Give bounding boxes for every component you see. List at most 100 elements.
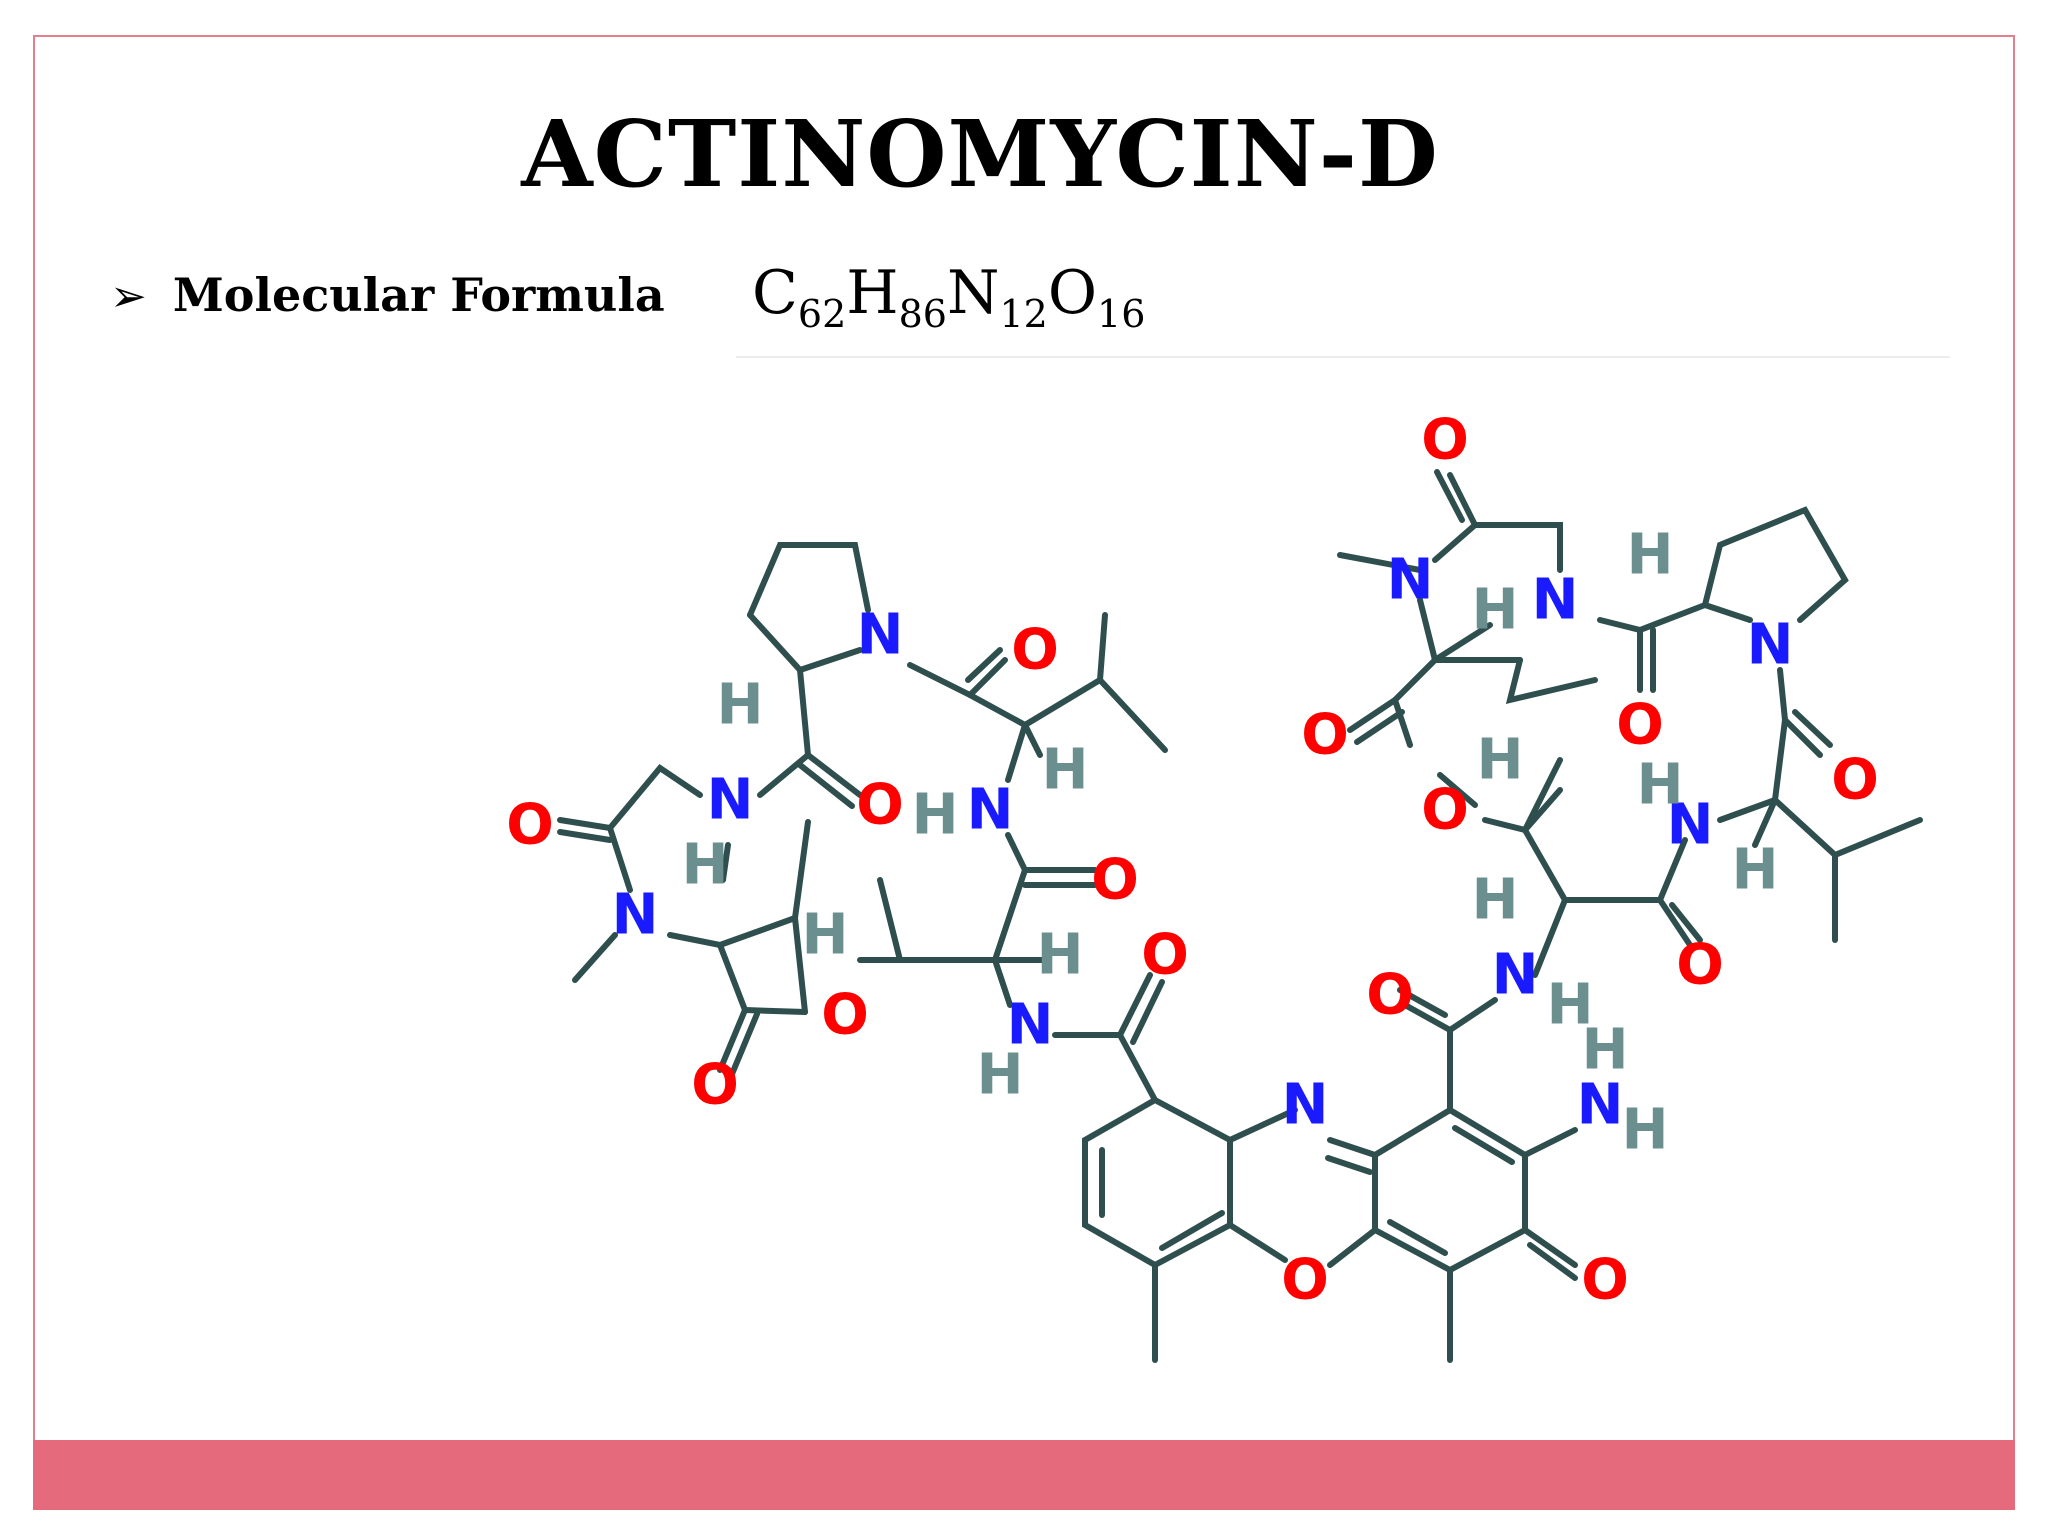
- atom-n: N: [1282, 1073, 1329, 1138]
- bond: [1452, 1125, 1515, 1165]
- bond: [967, 612, 1108, 729]
- bond: [877, 877, 998, 963]
- molecular-formula: C62H86N12O16: [752, 258, 1145, 336]
- atom-h: H: [1042, 738, 1089, 803]
- atom-h: H: [1472, 578, 1519, 643]
- bond: [1792, 709, 1833, 748]
- bond: [742, 1007, 808, 1015]
- bond: [1392, 697, 1413, 748]
- bond: [1117, 1032, 1158, 1103]
- bond: [1702, 602, 1753, 623]
- bond: [747, 542, 871, 618]
- atom-n: N: [857, 603, 904, 668]
- bond: [1432, 522, 1563, 573]
- bond: [667, 915, 798, 949]
- atom-o: O: [821, 983, 869, 1048]
- bond: [1434, 469, 1465, 523]
- bond: [1482, 817, 1528, 833]
- formula-o: O: [1047, 258, 1098, 328]
- bond: [1022, 722, 1043, 758]
- atom-h: H: [1582, 1018, 1629, 1083]
- bond: [607, 825, 633, 893]
- bond: [907, 657, 1008, 699]
- atom-h: H: [1622, 1098, 1669, 1163]
- atom-n: N: [1492, 943, 1539, 1008]
- atom-n: N: [1387, 548, 1434, 613]
- bond: [717, 942, 748, 1013]
- atom-o: O: [1366, 963, 1414, 1028]
- arrow-bullet-icon: ➢: [110, 271, 147, 322]
- bond: [1447, 472, 1478, 528]
- bond: [607, 763, 703, 831]
- bond: [1130, 979, 1165, 1045]
- bond: [1782, 717, 1823, 758]
- atom-o: O: [1421, 778, 1469, 843]
- atom-h: H: [1037, 923, 1084, 988]
- atom-n: N: [1577, 1073, 1624, 1138]
- formula-o-count: 16: [1097, 292, 1146, 336]
- bond: [1657, 837, 1688, 903]
- atom-n: N: [1747, 613, 1794, 678]
- bond: [1702, 506, 1849, 623]
- bond: [805, 752, 863, 798]
- bond: [1117, 972, 1153, 1038]
- footer-accent-bar: [33, 1440, 2015, 1510]
- bond: [1227, 1107, 1298, 1143]
- atom-h: H: [1472, 868, 1519, 933]
- atom-o: O: [1676, 933, 1724, 998]
- bond: [1447, 997, 1498, 1033]
- bond: [1227, 1222, 1288, 1263]
- slide-frame: [33, 35, 2015, 1507]
- bond: [717, 1007, 748, 1073]
- bond: [1327, 1137, 1378, 1158]
- atom-h: H: [1477, 728, 1524, 793]
- formula-n-count: 12: [999, 292, 1048, 336]
- bond: [1717, 797, 1778, 823]
- bond: [1505, 657, 1598, 705]
- bond: [1159, 1210, 1225, 1251]
- atom-h: H: [1547, 973, 1594, 1038]
- atom-h: H: [977, 1043, 1024, 1108]
- bond: [1082, 1096, 1233, 1269]
- bullet-molecular-formula: ➢ Molecular Formula: [110, 268, 665, 322]
- bond: [1527, 1242, 1578, 1281]
- bond: [1397, 987, 1448, 1018]
- bond: [757, 752, 811, 798]
- bond: [1437, 772, 1478, 808]
- atom-o: O: [1091, 848, 1139, 913]
- bond: [1417, 597, 1438, 663]
- bond: [1522, 787, 1563, 833]
- atom-n: N: [1532, 568, 1579, 633]
- bond: [1005, 722, 1028, 783]
- bond: [557, 829, 613, 843]
- atom-h: H: [1637, 753, 1684, 818]
- atom-o: O: [1141, 923, 1189, 988]
- atom-o: O: [691, 1053, 739, 1118]
- atom-h: H: [912, 783, 959, 848]
- bullet-label: Molecular Formula: [172, 268, 665, 322]
- bond: [1402, 1002, 1453, 1033]
- formula-h-count: 86: [898, 292, 947, 336]
- bond: [729, 1011, 760, 1077]
- formula-n: N: [946, 258, 1000, 328]
- bond: [1777, 667, 1788, 723]
- bond: [992, 957, 1013, 1008]
- bond: [557, 817, 613, 831]
- bond: [1532, 897, 1568, 978]
- bond: [1432, 622, 1493, 663]
- atom-o: O: [1831, 748, 1879, 813]
- atom-o: O: [1301, 703, 1349, 768]
- atom-o: O: [1011, 618, 1059, 683]
- atom-h: H: [717, 673, 764, 738]
- bond: [797, 762, 855, 809]
- atom-o: O: [1281, 1248, 1329, 1313]
- formula-c-count: 62: [797, 292, 847, 336]
- bond: [1327, 1227, 1378, 1268]
- atom-n: N: [707, 768, 754, 833]
- bond: [1097, 677, 1168, 753]
- formula-c: C: [752, 258, 798, 328]
- atom-o: O: [506, 793, 554, 858]
- page-title: ACTINOMYCIN-D: [521, 100, 1439, 208]
- bond: [720, 842, 731, 883]
- atom-h: H: [802, 903, 849, 968]
